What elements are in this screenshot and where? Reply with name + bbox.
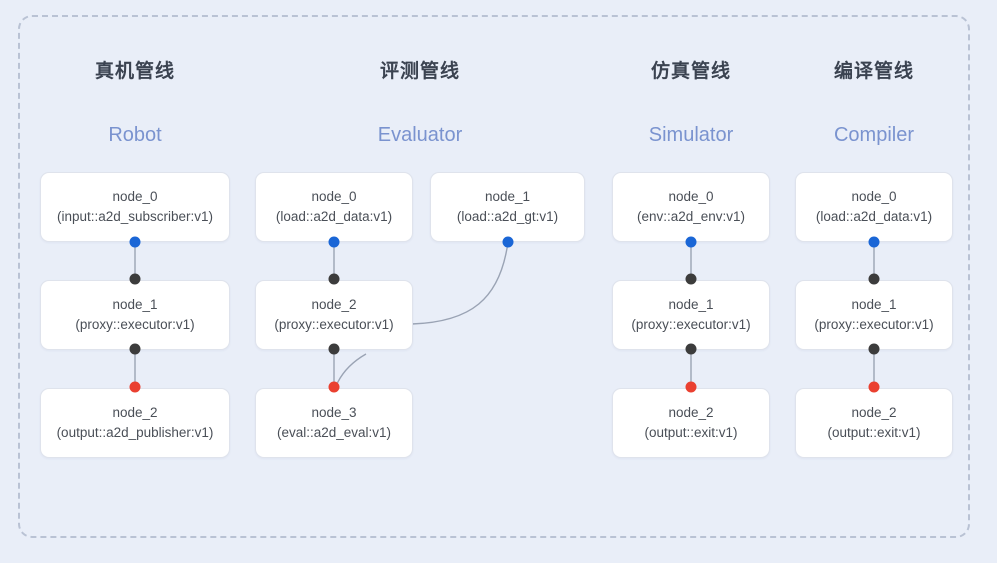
node-type: (load::a2d_data:v1) <box>275 209 393 224</box>
column-title-en-simulator: Simulator <box>648 124 734 146</box>
node-name: node_2 <box>668 405 714 420</box>
node-compiler-0[interactable]: node_0 (load::a2d_data:v1) <box>795 172 953 242</box>
node-name: node_2 <box>851 405 897 420</box>
node-type: (proxy::executor:v1) <box>631 317 751 332</box>
node-compiler-1[interactable]: node_1 (proxy::executor:v1) <box>795 280 953 350</box>
port-output-compiler-0[interactable] <box>868 236 880 248</box>
node-name: node_1 <box>851 297 897 312</box>
node-robot-1[interactable]: node_1 (proxy::executor:v1) <box>40 280 230 350</box>
node-name: node_0 <box>311 189 357 204</box>
node-robot-2[interactable]: node_2 (output::a2d_publisher:v1) <box>40 388 230 458</box>
port-input-robot-1[interactable] <box>129 273 141 285</box>
column-title-en-robot: Robot <box>108 124 162 146</box>
port-input-evaluator-2[interactable] <box>328 273 340 285</box>
node-name: node_2 <box>311 297 357 312</box>
node-simulator-2[interactable]: node_2 (output::exit:v1) <box>612 388 770 458</box>
port-output-simulator-1[interactable] <box>685 343 697 355</box>
port-output-robot-1[interactable] <box>129 343 141 355</box>
node-type: (proxy::executor:v1) <box>274 317 394 332</box>
node-evaluator-0[interactable]: node_0 (load::a2d_data:v1) <box>255 172 413 242</box>
node-type: (output::a2d_publisher:v1) <box>56 425 214 440</box>
column-title-cn-simulator: 仿真管线 <box>650 61 731 82</box>
node-name: node_1 <box>484 189 531 204</box>
node-type: (eval::a2d_eval:v1) <box>276 425 392 440</box>
column-title-cn-evaluator: 评测管线 <box>379 61 460 82</box>
column-title-cn-robot: 真机管线 <box>94 61 175 82</box>
node-type: (env::a2d_env:v1) <box>636 209 746 224</box>
node-evaluator-2[interactable]: node_2 (proxy::executor:v1) <box>255 280 413 350</box>
port-input-compiler-1[interactable] <box>868 273 880 285</box>
port-output-compiler-1[interactable] <box>868 343 880 355</box>
node-simulator-1[interactable]: node_1 (proxy::executor:v1) <box>612 280 770 350</box>
port-input-robot-2[interactable] <box>129 381 141 393</box>
node-name: node_3 <box>311 405 357 420</box>
node-compiler-2[interactable]: node_2 (output::exit:v1) <box>795 388 953 458</box>
node-evaluator-3[interactable]: node_3 (eval::a2d_eval:v1) <box>255 388 413 458</box>
node-type: (load::a2d_gt:v1) <box>456 209 559 224</box>
node-name: node_0 <box>668 189 714 204</box>
node-name: node_0 <box>851 189 897 204</box>
node-name: node_1 <box>668 297 714 312</box>
port-input-compiler-2[interactable] <box>868 381 880 393</box>
node-type: (proxy::executor:v1) <box>814 317 934 332</box>
node-type: (output::exit:v1) <box>827 425 921 440</box>
port-output-robot-0[interactable] <box>129 236 141 248</box>
node-simulator-0[interactable]: node_0 (env::a2d_env:v1) <box>612 172 770 242</box>
node-name: node_1 <box>112 297 158 312</box>
port-output-simulator-0[interactable] <box>685 236 697 248</box>
port-output-evaluator-2[interactable] <box>328 343 340 355</box>
dashed-boundary-panel <box>18 15 970 538</box>
node-evaluator-gt[interactable]: node_1 (load::a2d_gt:v1) <box>430 172 585 242</box>
node-type: (load::a2d_data:v1) <box>815 209 933 224</box>
port-input-simulator-1[interactable] <box>685 273 697 285</box>
node-type: (input::a2d_subscriber:v1) <box>56 209 214 224</box>
column-title-en-compiler: Compiler <box>833 124 915 146</box>
port-output-evaluator-gt[interactable] <box>502 236 514 248</box>
column-title-en-evaluator: Evaluator <box>377 124 463 146</box>
column-title-cn-compiler: 编译管线 <box>833 61 914 82</box>
node-name: node_0 <box>112 189 158 204</box>
port-input-evaluator-3[interactable] <box>328 381 340 393</box>
port-output-evaluator-0[interactable] <box>328 236 340 248</box>
node-type: (output::exit:v1) <box>644 425 738 440</box>
node-name: node_2 <box>112 405 158 420</box>
node-type: (proxy::executor:v1) <box>75 317 195 332</box>
node-robot-0[interactable]: node_0 (input::a2d_subscriber:v1) <box>40 172 230 242</box>
port-input-simulator-2[interactable] <box>685 381 697 393</box>
